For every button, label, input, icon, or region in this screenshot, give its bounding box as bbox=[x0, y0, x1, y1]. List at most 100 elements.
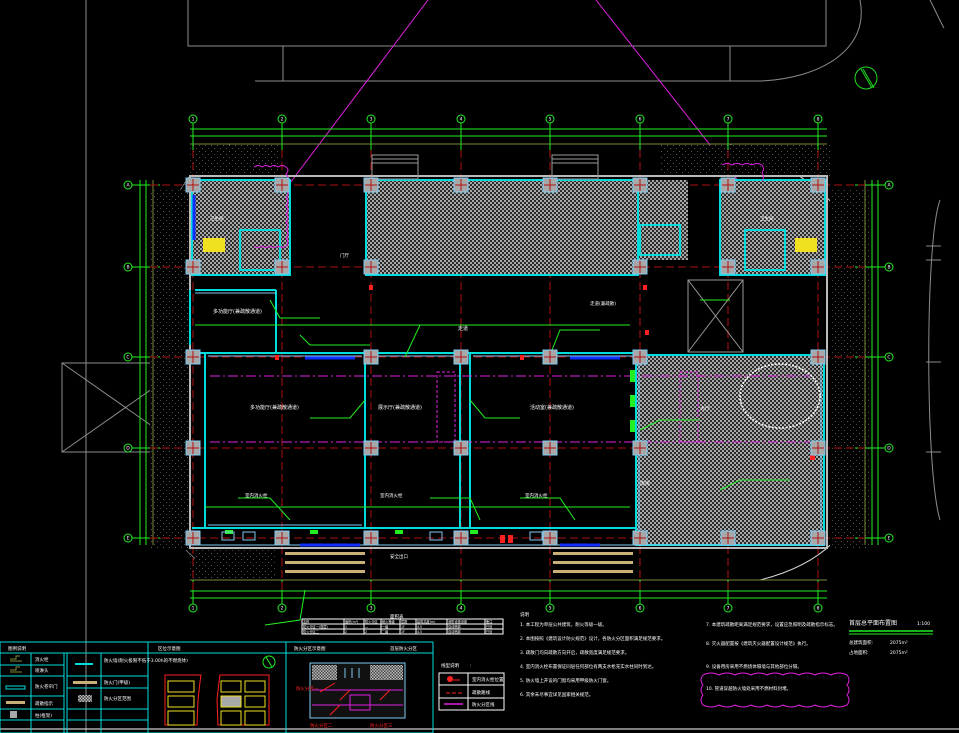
line-legend-label: 室内消火栓位置 bbox=[472, 676, 504, 683]
grid-bubble-label: 2 bbox=[281, 606, 284, 612]
column bbox=[542, 349, 558, 365]
grid-bubble-label: 3 bbox=[370, 117, 373, 123]
table-cell: 1 bbox=[345, 625, 347, 629]
annotation-text: 安全出口 bbox=[390, 553, 408, 560]
room-label: 卫生间 bbox=[760, 215, 774, 222]
table-cell: 二级 bbox=[382, 629, 389, 634]
table-cell: 2 bbox=[345, 630, 347, 634]
north-arrow-icon bbox=[854, 66, 878, 90]
line-legend: 线型说明 : 室内消火栓位置 疏散路线 防火分区线 bbox=[438, 662, 505, 711]
grid-bubble-label: 5 bbox=[549, 117, 552, 123]
grid-bubble: 3 bbox=[366, 114, 376, 150]
table-cell: 已设 bbox=[486, 629, 493, 634]
table-header-cell: 名称 bbox=[303, 619, 310, 624]
note-item: 1. 本工程为单层公共建筑，耐火等级一级。 bbox=[520, 621, 607, 628]
table-header-cell: 备注 bbox=[486, 619, 493, 624]
area-value: 2075m² bbox=[890, 650, 908, 656]
grid-bubble-label: C bbox=[126, 355, 129, 361]
grid-bubble-label: 3 bbox=[370, 606, 373, 612]
line-legend-separator: : bbox=[470, 664, 472, 669]
room-label: 库房 bbox=[640, 480, 650, 487]
table-header-cell: 消防设施设置 bbox=[448, 619, 467, 624]
fire-hydrant-icon bbox=[10, 655, 22, 662]
double-line-icon bbox=[5, 685, 26, 690]
hatch-icon bbox=[78, 695, 92, 702]
note-item: 9. 设备用房采用不燃烧体隔墙与其他部位分隔。 bbox=[706, 663, 802, 670]
table-header-cell: 面积(m²) bbox=[345, 619, 358, 624]
column bbox=[274, 530, 290, 546]
grid-bubble-label: B bbox=[126, 265, 129, 271]
column bbox=[542, 177, 558, 193]
legend-label: 防火门(甲级) bbox=[104, 679, 130, 686]
table-cell: 已设 bbox=[486, 624, 493, 629]
grid-bubble-label: B bbox=[887, 265, 890, 271]
room-label: 卫生间 bbox=[210, 215, 224, 222]
column bbox=[185, 259, 201, 275]
column bbox=[185, 349, 201, 365]
fire-zone-title: 防火分区示意图 bbox=[294, 645, 326, 652]
fire-zone-label: 防火分区二 bbox=[310, 722, 333, 729]
table-cell: 自动喷淋 bbox=[448, 629, 462, 634]
table-cell: 1F bbox=[401, 630, 405, 634]
fire-zone-subtitle: 首层防火分区 bbox=[390, 645, 417, 652]
grid-bubble: D bbox=[855, 443, 894, 453]
column bbox=[720, 177, 736, 193]
grid-bubble-label: D bbox=[887, 446, 891, 452]
column bbox=[274, 259, 290, 275]
grid-bubble-label: 4 bbox=[460, 606, 463, 612]
column bbox=[185, 440, 201, 456]
grid-bubble-label: 2 bbox=[281, 117, 284, 123]
note-item: 7. 本建筑疏散距离满足规范要求，设置应急照明及疏散指示标志。 bbox=[706, 621, 838, 628]
column bbox=[363, 440, 379, 456]
column bbox=[632, 177, 648, 193]
tan-bar-icon bbox=[73, 681, 97, 684]
note-item: 5. 防火墙上开设的门窗均采用甲级防火门窗。 bbox=[520, 677, 611, 684]
grid-bubble-label: C bbox=[887, 355, 890, 361]
grid-bubble: C bbox=[123, 352, 160, 362]
column bbox=[810, 259, 826, 275]
legend-label: 喷淋头 bbox=[35, 667, 49, 674]
fire-zone-plan: 防火分区示意图 首层防火分区 防火分区一 防火分区二 防火分区三 bbox=[294, 645, 417, 729]
structural-columns bbox=[185, 177, 826, 546]
tan-bar-icon bbox=[6, 701, 25, 704]
key-plan: 区位示意图 bbox=[158, 645, 276, 726]
table-cell: 自动喷淋 bbox=[448, 624, 462, 629]
north-arrow-icon bbox=[262, 655, 276, 669]
table-cell: 1F bbox=[401, 625, 405, 629]
table-cell: 2 bbox=[365, 630, 367, 634]
legend-title: 图例说明 bbox=[8, 645, 26, 652]
column bbox=[542, 440, 558, 456]
room-label: 多功能厅(兼疏散通道) bbox=[213, 308, 262, 315]
column bbox=[363, 177, 379, 193]
grid-bubble-label: 8 bbox=[817, 606, 820, 612]
building-body bbox=[189, 154, 850, 708]
grid-bubble-label: 7 bbox=[727, 606, 730, 612]
grid-bubble-label: A bbox=[887, 183, 891, 189]
line-legend-title: 线型说明 bbox=[441, 662, 459, 669]
table-cell: — bbox=[365, 625, 369, 629]
column bbox=[274, 177, 290, 193]
legend-label: 防火分区范围 bbox=[104, 695, 131, 702]
key-plan-title: 区位示意图 bbox=[158, 645, 181, 652]
grid-bubble-label: E bbox=[888, 536, 891, 542]
schedule-table: 面积表 名称面积(m²)防火分区耐火等级层数建筑高度(m)消防设施设置备注防火分… bbox=[301, 613, 504, 635]
room-label: 多功能厅(兼疏散通道) bbox=[250, 404, 299, 411]
legend-label: 消火栓 bbox=[35, 656, 49, 663]
column bbox=[453, 349, 469, 365]
area-label: 总建筑面积: bbox=[849, 639, 873, 646]
legend-label: 防火墙(耐火极限不低于3.00h的不燃烧体) bbox=[104, 657, 188, 664]
column bbox=[632, 530, 648, 546]
grid-bubble: 8 bbox=[813, 114, 823, 150]
grid-bubble-label: 1 bbox=[192, 117, 195, 123]
area-value: 2075m² bbox=[890, 640, 908, 646]
grid-bubble-label: A bbox=[126, 183, 130, 189]
annotation-text: 走道(兼疏散) bbox=[590, 300, 616, 307]
column bbox=[810, 349, 826, 365]
grid-bubble: D bbox=[123, 443, 160, 453]
note-item: 10. 管道穿越防火墙处采用不燃材料封堵。 bbox=[706, 685, 791, 692]
area-label: 占地面积: bbox=[849, 649, 869, 656]
table-header-cell: 防火分区 bbox=[365, 619, 379, 624]
title-block bbox=[0, 641, 959, 733]
